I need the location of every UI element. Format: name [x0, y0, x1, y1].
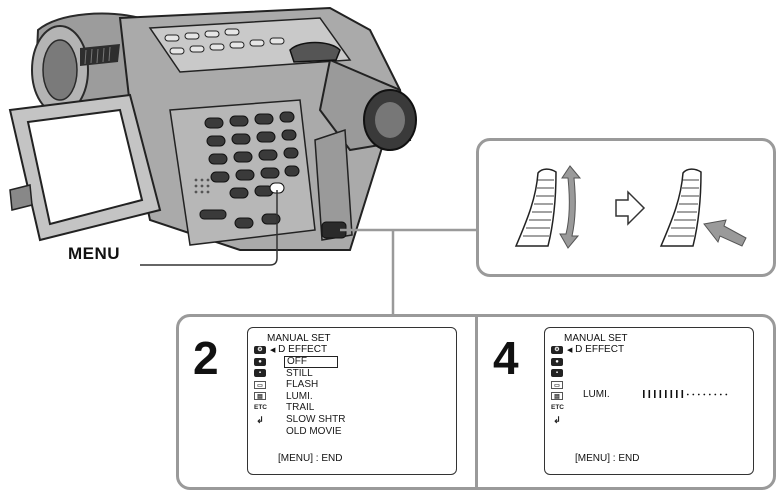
menu-option-trail[interactable]: TRAIL — [286, 402, 315, 414]
menu-steps-panel: 2 MANUAL SET ◀ D EFFECT ⚙ ● ▪ ▭ ▤ ETC ↲ … — [176, 314, 776, 490]
menu-title: MANUAL SET — [564, 333, 628, 344]
osd-icon-column: ⚙ ● ▪ ▭ ▤ ETC ↲ — [254, 346, 268, 427]
etc-icon: ETC — [551, 403, 564, 411]
lumi-level-bar[interactable] — [642, 389, 732, 401]
camera-icon: ● — [254, 357, 266, 366]
osd-icon-column: ⚙ ● ▪ ▭ ▤ ETC ↲ — [551, 346, 565, 427]
menu-option-lumi[interactable]: LUMI. — [286, 390, 313, 402]
menu-footer: [MENU] : END — [575, 453, 640, 464]
setup-icon: ▤ — [551, 392, 563, 401]
camera-set-icon: ⚙ — [254, 346, 266, 354]
level-tick-filled — [670, 390, 673, 398]
menu-title: MANUAL SET — [267, 333, 331, 344]
menu-subtitle: ◀ D EFFECT — [567, 344, 625, 355]
level-tick-filled — [648, 390, 651, 398]
level-tick-filled — [654, 390, 656, 398]
lcd-menu-screen-step2: MANUAL SET ◀ D EFFECT ⚙ ● ▪ ▭ ▤ ETC ↲ OF… — [247, 327, 457, 475]
return-icon: ↲ — [256, 414, 264, 425]
tape-icon: ▭ — [254, 380, 266, 389]
tape-icon: ▭ — [551, 380, 563, 389]
level-tick-empty — [692, 393, 695, 396]
menu-option-flash[interactable]: FLASH — [286, 379, 319, 391]
memory-icon: ▪ — [551, 369, 563, 378]
return-icon: ↲ — [553, 414, 561, 425]
menu-option-still[interactable]: STILL — [286, 367, 313, 379]
memory-icon: ▪ — [254, 369, 266, 378]
lcd-menu-screen-step4: MANUAL SET ◀ D EFFECT ⚙ ● ▪ ▭ ▤ ETC ↲ LU… — [544, 327, 754, 475]
level-tick-empty — [703, 393, 706, 396]
setting-label: LUMI. — [583, 389, 610, 400]
menu-option-off[interactable]: OFF — [284, 356, 338, 368]
control-wheel-rotate-illustration — [514, 165, 747, 249]
level-tick-empty — [708, 393, 711, 396]
camera-icon: ● — [551, 357, 563, 366]
menu-option-slow-shtr[interactable]: SLOW SHTR — [286, 413, 346, 425]
menu-subtitle: ◀ D EFFECT — [270, 344, 328, 355]
effect-option-list: OFF STILL FLASH LUMI. TRAIL SLOW SHTR OL… — [284, 356, 346, 437]
control-wheel-callout — [476, 138, 776, 277]
level-tick-empty — [686, 393, 689, 396]
steps-divider — [475, 317, 478, 487]
level-tick-empty — [719, 393, 722, 396]
etc-icon: ETC — [254, 403, 267, 411]
level-tick-filled — [643, 390, 645, 398]
level-tick-filled — [676, 390, 678, 398]
level-tick-empty — [714, 393, 717, 396]
menu-button-label: MENU — [68, 244, 121, 263]
level-tick-filled — [681, 390, 684, 398]
step-number: 4 — [493, 332, 519, 384]
level-tick-empty — [697, 393, 700, 396]
camera-set-icon: ⚙ — [551, 346, 563, 354]
menu-subtitle-text: D EFFECT — [278, 344, 328, 355]
menu-footer: [MENU] : END — [278, 453, 343, 464]
level-tick-filled — [659, 390, 662, 398]
level-tick-empty — [725, 393, 728, 396]
level-tick-filled — [665, 390, 667, 398]
menu-option-old-movie[interactable]: OLD MOVIE — [286, 425, 342, 437]
step-number: 2 — [193, 332, 219, 384]
setup-icon: ▤ — [254, 392, 266, 401]
menu-subtitle-text: D EFFECT — [575, 344, 625, 355]
